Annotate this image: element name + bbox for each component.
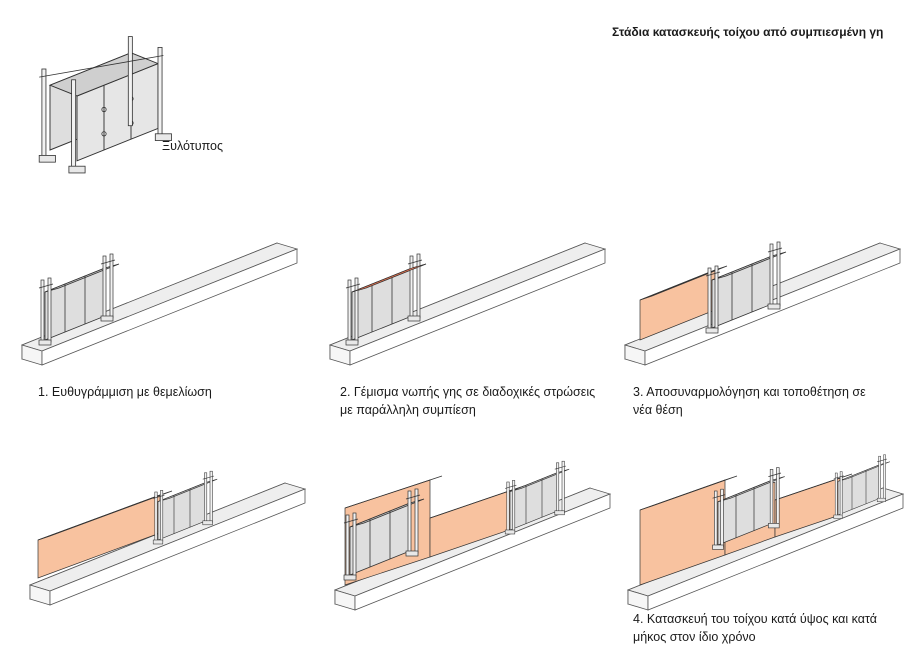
step-2-line-1: 2. Γέμισμα νωπής γης σε διαδοχικές στρώσ… <box>340 385 596 399</box>
formwork-label: Ξυλότυπος <box>162 139 223 153</box>
step-2-caption: 2. Γέμισμα νωπής γης σε διαδοχικές στρώσ… <box>340 383 595 419</box>
stage-2-illustration <box>329 242 606 366</box>
step-4-caption: 4. Κατασκευή του τοίχου κατά ύψος και κα… <box>633 610 877 646</box>
step-1-caption: 1. Ευθυγράμμιση με θεμελίωση <box>38 383 212 401</box>
stage-3-illustration <box>624 241 901 366</box>
diagram-title: Στάδια κατασκευής τοίχου από συμπιεσμένη… <box>612 25 884 39</box>
formwork-illustration <box>38 36 172 174</box>
stage-4b-illustration <box>334 460 611 611</box>
stage-4a-illustration <box>29 470 306 606</box>
step-2-line-2: με παράλληλη συμπίεση <box>340 403 476 417</box>
step-3-caption: 3. Αποσυναρμολόγηση και τοποθέτηση σε νέ… <box>633 383 866 419</box>
step-1-line-1: 1. Ευθυγράμμιση με θεμελίωση <box>38 385 212 399</box>
stage-1-illustration <box>21 242 298 366</box>
step-4-line-2: μήκος στον ίδιο χρόνο <box>633 630 756 644</box>
step-3-line-2: νέα θέση <box>633 403 683 417</box>
stage-4c-illustration <box>627 454 904 611</box>
step-4-line-1: 4. Κατασκευή του τοίχου κατά ύψος και κα… <box>633 612 877 626</box>
step-3-line-1: 3. Αποσυναρμολόγηση και τοποθέτηση σε <box>633 385 866 399</box>
